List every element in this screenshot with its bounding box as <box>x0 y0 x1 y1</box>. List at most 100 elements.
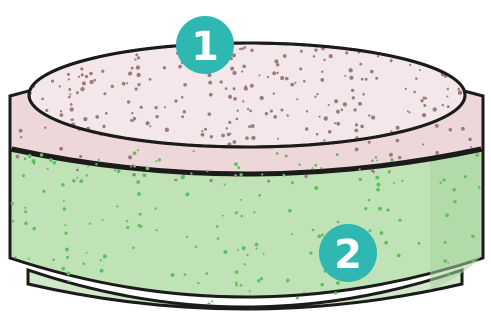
speckle-dot <box>250 49 253 52</box>
speckle-dot <box>65 58 68 61</box>
speckle-dot <box>183 83 187 87</box>
speckle-dot <box>373 313 376 316</box>
speckle-dot <box>368 229 371 232</box>
speckle-dot <box>28 258 30 260</box>
speckle-dot <box>328 130 332 134</box>
speckle-dot <box>399 313 401 315</box>
speckle-dot <box>102 219 104 221</box>
speckle-dot <box>294 82 296 84</box>
speckle-dot <box>334 99 338 103</box>
speckle-dot <box>45 109 48 112</box>
speckle-dot <box>85 174 88 177</box>
speckle-dot <box>126 220 128 222</box>
speckle-dot <box>78 76 80 78</box>
speckle-dot <box>30 62 33 65</box>
speckle-dot <box>137 56 140 59</box>
speckle-dot <box>337 221 340 224</box>
speckle-dot <box>65 48 67 50</box>
speckle-dot <box>291 181 294 184</box>
speckle-dot <box>351 89 354 92</box>
speckle-dot <box>40 63 43 66</box>
speckle-dot <box>95 163 97 165</box>
speckle-dot <box>79 179 83 183</box>
speckle-dot <box>448 314 451 317</box>
speckle-dot <box>323 59 325 61</box>
speckle-dot <box>71 118 74 121</box>
speckle-dot <box>253 211 255 213</box>
speckle-dot <box>67 272 71 276</box>
speckle-dot <box>101 70 104 73</box>
speckle-dot <box>475 308 478 311</box>
speckle-dot <box>240 215 243 218</box>
speckle-dot <box>63 207 66 210</box>
speckle-dot <box>81 73 84 76</box>
speckle-dot <box>288 209 291 212</box>
speckle-dot <box>20 136 22 138</box>
speckle-dot <box>18 284 21 287</box>
speckle-dot <box>235 284 238 287</box>
speckle-dot <box>341 108 344 111</box>
speckle-dot <box>449 128 453 132</box>
speckle-dot <box>62 267 66 271</box>
speckle-dot <box>236 118 239 121</box>
speckle-dot <box>154 106 157 109</box>
speckle-dot <box>368 114 370 116</box>
speckle-dot <box>321 71 323 73</box>
speckle-dot <box>420 99 423 102</box>
speckle-dot <box>149 125 151 127</box>
speckle-dot <box>314 164 317 167</box>
speckle-dot <box>83 117 87 121</box>
speckle-dot <box>353 108 356 111</box>
speckle-dot <box>401 180 403 182</box>
speckle-dot <box>24 207 26 209</box>
speckle-dot <box>336 110 340 114</box>
speckle-dot <box>42 190 45 193</box>
speckle-dot <box>270 110 273 113</box>
speckle-dot <box>178 65 182 69</box>
speckle-dot <box>323 139 325 141</box>
speckle-dot <box>68 296 72 300</box>
speckle-dot <box>235 211 238 214</box>
speckle-dot <box>396 126 400 130</box>
speckle-dot <box>59 147 63 151</box>
speckle-dot <box>286 280 288 282</box>
speckle-dot <box>296 297 299 300</box>
speckle-dot <box>285 155 288 158</box>
speckle-dot <box>274 59 278 63</box>
speckle-dot <box>72 179 76 183</box>
speckle-dot <box>41 98 44 101</box>
speckle-dot <box>164 106 166 108</box>
speckle-dot <box>237 249 239 251</box>
speckle-dot <box>390 158 393 161</box>
speckle-dot <box>181 115 184 118</box>
speckle-dot <box>317 234 321 238</box>
speckle-dot <box>211 300 213 302</box>
speckle-dot <box>365 78 368 81</box>
speckle-dot <box>444 259 447 262</box>
speckle-dot <box>444 241 447 244</box>
speckle-dot <box>53 161 57 165</box>
speckle-dot <box>422 113 426 117</box>
speckle-dot <box>314 49 317 52</box>
speckle-dot <box>319 116 321 118</box>
speckle-dot <box>375 176 379 180</box>
speckle-dot <box>89 72 93 76</box>
speckle-dot <box>242 246 246 250</box>
speckle-dot <box>300 50 303 53</box>
speckle-dot <box>452 188 456 192</box>
speckle-dot <box>86 252 88 254</box>
speckle-dot <box>22 290 24 292</box>
speckle-dot <box>225 87 228 90</box>
speckle-dot <box>195 246 198 249</box>
speckle-dot <box>51 80 54 83</box>
speckle-dot <box>282 174 285 177</box>
speckle-dot <box>240 173 243 176</box>
speckle-dot <box>126 226 129 229</box>
speckle-dot <box>312 229 315 232</box>
speckle-dot <box>370 70 374 74</box>
speckle-dot <box>371 160 373 162</box>
speckle-dot <box>186 236 188 238</box>
speckle-dot <box>138 224 141 227</box>
speckle-dot <box>352 96 355 99</box>
